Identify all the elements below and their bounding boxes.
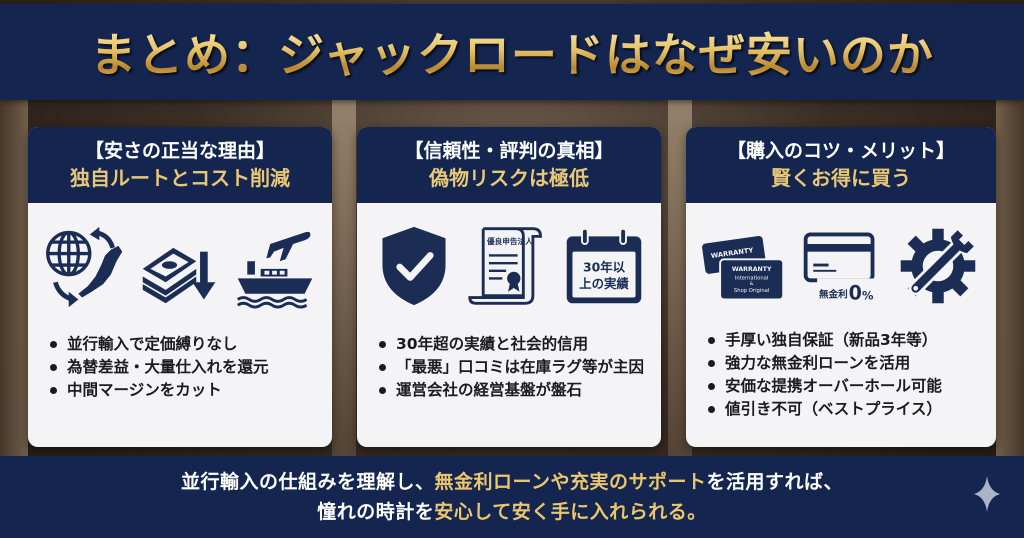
- card-buying-tips: 【購入のコツ・メリット】 賢くお得に買う WARRANTY WARRANTY I…: [686, 127, 996, 447]
- bullet-list: 並行輸入で定価縛りなし 為替差益・大量仕入れを還元 中間マージンをカット: [28, 321, 332, 402]
- globe-japan-cycle-icon: [42, 223, 128, 309]
- svg-text:WARRANTY: WARRANTY: [732, 266, 772, 273]
- footer-line-2: 憧れの時計を安心して安く手に入れられる。: [317, 501, 707, 523]
- icons-row: WARRANTY WARRANTY International & Shop O…: [686, 203, 996, 321]
- bullet-item: 運営会社の経営基盤が盤石: [379, 379, 661, 402]
- svg-text:0: 0: [849, 281, 862, 304]
- card-header: 【信頼性・評判の真相】 偽物リスクは極低: [357, 127, 661, 203]
- card-header: 【購入のコツ・メリット】 賢くお得に買う: [686, 127, 996, 203]
- svg-text:30年以: 30年以: [583, 260, 626, 275]
- card-title: 【安さの正当な理由】: [84, 140, 275, 162]
- header-banner: まとめ：ジャックロードはなぜ安いのか: [0, 4, 1024, 100]
- bullet-item: 「最悪」口コミは在庫ラグ等が主因: [379, 356, 661, 379]
- icons-row: [28, 203, 332, 321]
- card-subtitle: 偽物リスクは極低: [429, 166, 589, 190]
- card-header: 【安さの正当な理由】 独自ルートとコスト削減: [28, 127, 332, 203]
- bullet-list: 30年超の実績と社会的信用 「最悪」口コミは在庫ラグ等が主因 運営会社の経営基盤…: [357, 321, 661, 402]
- bullet-item: 並行輸入で定価縛りなし: [50, 333, 332, 356]
- bullet-item: 中間マージンをカット: [50, 379, 332, 402]
- footer-line-1: 並行輸入の仕組みを理解し、無金利ローンや充実のサポートを活用すれば、: [180, 471, 844, 493]
- plane-ship-icon: [232, 223, 318, 309]
- svg-text:無金利: 無金利: [819, 289, 848, 301]
- svg-text:上の実績: 上の実績: [579, 276, 629, 291]
- svg-text:&: &: [750, 281, 754, 287]
- card-title: 【購入のコツ・メリット】: [726, 140, 955, 162]
- background-right: [996, 100, 1024, 460]
- card-reliability: 【信頼性・評判の真相】 偽物リスクは極低 優良申告法人: [357, 127, 661, 447]
- card-price-reason: 【安さの正当な理由】 独自ルートとコスト削減: [28, 127, 332, 447]
- background-mid-left: [332, 100, 356, 460]
- footer-summary: 並行輸入の仕組みを理解し、無金利ローンや充実のサポートを活用すれば、 憧れの時計…: [0, 456, 1024, 538]
- background-left: [0, 100, 28, 460]
- warranty-cards-icon: WARRANTY WARRANTY International & Shop O…: [701, 223, 787, 309]
- bullet-item: 為替差益・大量仕入れを還元: [50, 356, 332, 379]
- certificate-icon: 優良申告法人: [466, 223, 552, 309]
- credit-card-zero-interest-icon: 無金利 0 %: [798, 223, 884, 309]
- svg-text:優良申告法人: 優良申告法人: [486, 236, 533, 246]
- icons-row: 優良申告法人 30年以 上の実績: [357, 203, 661, 321]
- svg-text:Shop Original: Shop Original: [734, 288, 769, 294]
- card-title: 【信頼性・評判の真相】: [404, 140, 614, 162]
- bullet-item: 手厚い独自保証（新品3年等）: [708, 329, 996, 352]
- highlight-text: 無金利ローンや充実のサポート: [434, 471, 707, 493]
- bullet-list: 手厚い独自保証（新品3年等） 強力な無金利ローンを活用 安価な提携オーバーホール…: [686, 321, 996, 421]
- bullet-item: 強力な無金利ローンを活用: [708, 352, 996, 375]
- card-subtitle: 独自ルートとコスト削減: [70, 166, 290, 190]
- shield-check-icon: [371, 223, 457, 309]
- card-subtitle: 賢くお得に買う: [771, 166, 911, 190]
- calendar-icon: 30年以 上の実績: [561, 223, 647, 309]
- highlight-text: 安心して安く手に入れられる。: [434, 501, 707, 523]
- svg-text:%: %: [862, 288, 874, 302]
- bullet-item: 値引き不可（ベストプライス）: [708, 398, 996, 421]
- gear-wrench-icon: [895, 223, 981, 309]
- sparkle-icon: [974, 476, 1000, 512]
- svg-text:International: International: [735, 275, 769, 281]
- money-stack-down-icon: [137, 223, 223, 309]
- bullet-item: 安価な提携オーバーホール可能: [708, 375, 996, 398]
- page-title: まとめ：ジャックロードはなぜ安いのか: [90, 19, 934, 85]
- bullet-item: 30年超の実績と社会的信用: [379, 333, 661, 356]
